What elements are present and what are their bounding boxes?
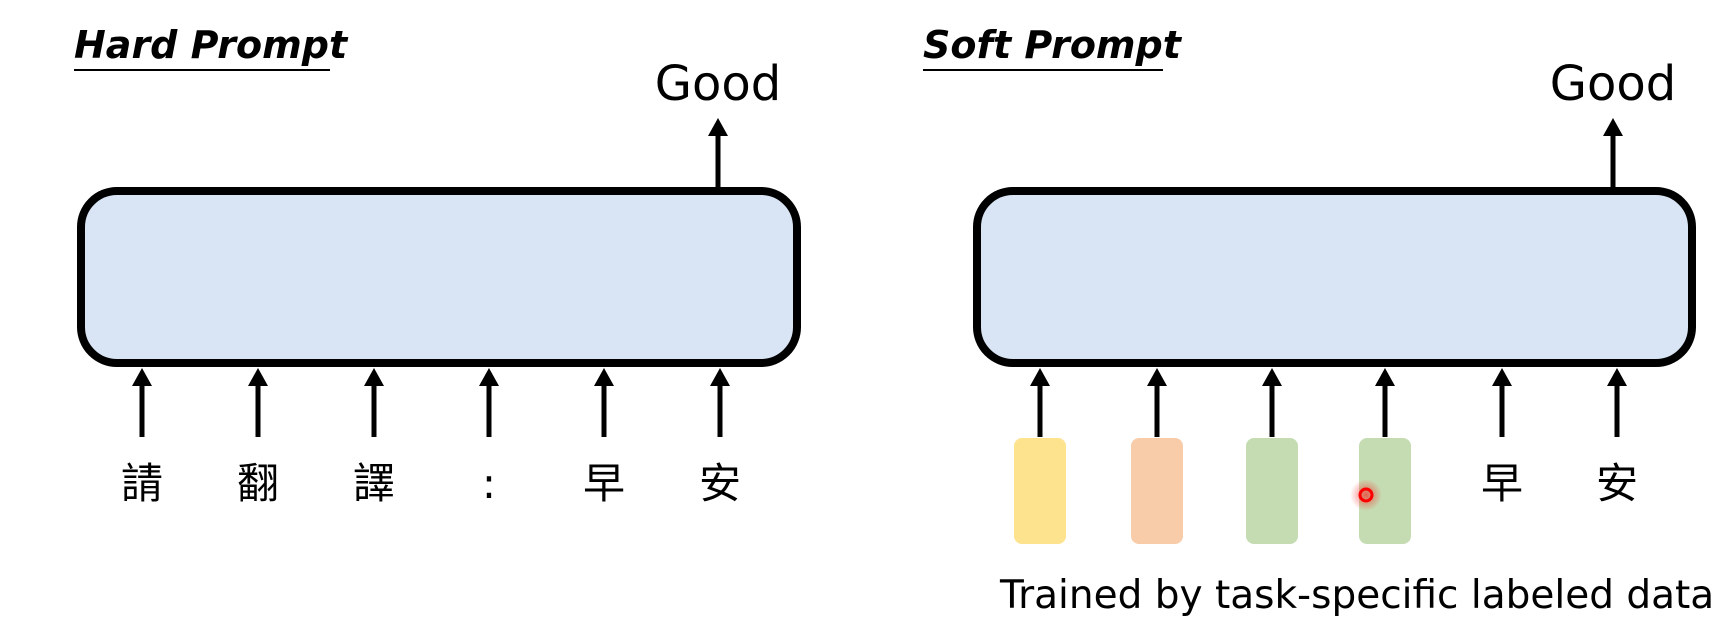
hard-prompt-model-box xyxy=(77,187,801,367)
hard-token-4: : xyxy=(482,459,496,508)
soft-prompt-vector-1 xyxy=(1014,438,1066,544)
hard-input-5-arrowhead xyxy=(594,368,614,386)
mouse-cursor-indicator xyxy=(1350,479,1382,511)
soft-input-2-arrowhead xyxy=(1147,368,1167,386)
soft-prompt-output-label: Good xyxy=(1550,56,1676,112)
hard-prompt-panel: Hard Prompt Good 請 翻 譯: 早 安 xyxy=(74,23,801,508)
hard-token-1: 請 xyxy=(121,459,163,508)
soft-token-1: 早 xyxy=(1481,459,1523,508)
hard-token-3: 譯 xyxy=(353,459,395,508)
soft-prompt-vector-3 xyxy=(1246,438,1298,544)
hard-input-6-arrowhead xyxy=(710,368,730,386)
hard-input-3-arrowhead xyxy=(364,368,384,386)
soft-prompt-vector-2 xyxy=(1131,438,1183,544)
soft-prompt-panel: Soft Prompt Good 早安 Trained by task-spec… xyxy=(923,23,1714,618)
soft-input-1-arrowhead xyxy=(1030,368,1050,386)
soft-token-input-2-arrowhead xyxy=(1607,368,1627,386)
hard-input-2-arrowhead xyxy=(248,368,268,386)
hard-prompt-output-label: Good xyxy=(655,56,781,112)
hard-token-6: 安 xyxy=(699,459,741,508)
soft-token-2: 安 xyxy=(1596,459,1638,508)
soft-prompt-vector-4 xyxy=(1359,438,1411,544)
soft-prompt-title: Soft Prompt xyxy=(923,23,1183,67)
hard-input-1-arrowhead xyxy=(132,368,152,386)
hard-prompt-title: Hard Prompt xyxy=(74,23,349,67)
soft-prompt-caption: Trained by task-specific labeled data xyxy=(999,573,1714,618)
hard-token-5: 早 xyxy=(583,459,625,508)
soft-input-4-arrowhead xyxy=(1375,368,1395,386)
hard-token-2: 翻 xyxy=(237,459,279,508)
hard-prompt-inputs: 請 翻 譯: 早 安 xyxy=(121,368,741,508)
soft-prompt-inputs: 早安 xyxy=(1014,368,1638,544)
hard-prompt-output-arrowhead xyxy=(708,118,728,136)
hard-input-4-arrowhead xyxy=(479,368,499,386)
soft-input-3-arrowhead xyxy=(1262,368,1282,386)
soft-prompt-model-box xyxy=(973,187,1696,367)
soft-token-input-1-arrowhead xyxy=(1492,368,1512,386)
soft-prompt-output-arrowhead xyxy=(1603,118,1623,136)
